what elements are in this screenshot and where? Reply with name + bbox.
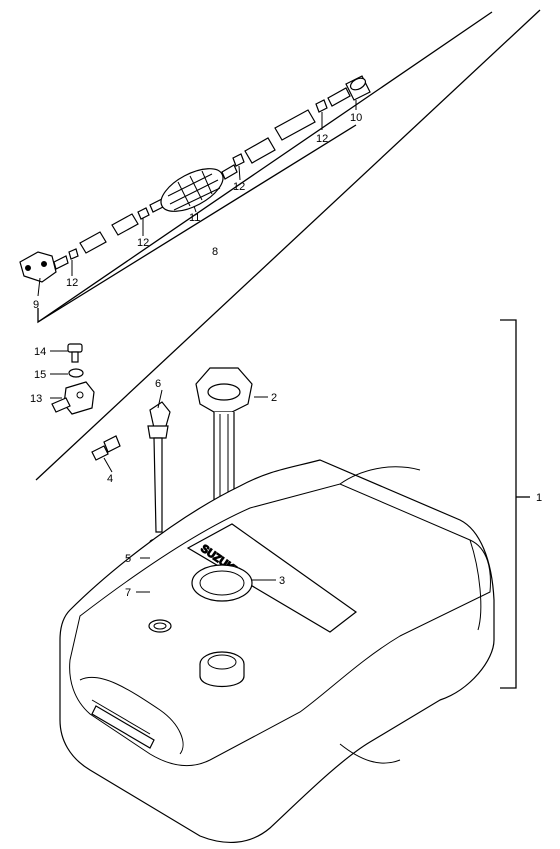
nipple-part-4 bbox=[91, 435, 121, 461]
hose-segment-c bbox=[244, 137, 276, 164]
filler-neck bbox=[199, 651, 245, 687]
callout-6: 6 bbox=[155, 378, 161, 390]
fuel-hose-assembly bbox=[19, 75, 371, 283]
hose-clip-12d bbox=[315, 99, 328, 113]
callout-1: 1 bbox=[536, 492, 542, 504]
callout-10: 10 bbox=[350, 112, 362, 124]
hose-assembly-boundary bbox=[35, 9, 541, 481]
callout-5: 5 bbox=[125, 553, 131, 565]
hose-segment-b bbox=[111, 213, 139, 236]
callout-12-d: 12 bbox=[316, 133, 328, 145]
callout-4: 4 bbox=[107, 473, 113, 485]
hose-segment-a bbox=[79, 231, 107, 254]
callout-labels: 1 2 3 4 5 6 7 8 9 10 11 12 12 12 12 13 1… bbox=[30, 112, 542, 599]
fuel-tank-part-1: SUZUKI bbox=[59, 459, 495, 843]
hose-clip-12c bbox=[232, 153, 245, 167]
pickup-elbow-part-6 bbox=[147, 401, 171, 533]
callout-3: 3 bbox=[279, 575, 285, 587]
primer-bulb bbox=[149, 164, 238, 213]
callout-2: 2 bbox=[271, 392, 277, 404]
hose-clip-12a bbox=[68, 248, 79, 260]
callout-8: 8 bbox=[212, 246, 218, 258]
hose-clip-12b bbox=[137, 207, 150, 220]
callout-15: 15 bbox=[34, 369, 46, 381]
callout-12-c: 12 bbox=[233, 181, 245, 193]
tank-port bbox=[148, 619, 172, 633]
part-1-bracket bbox=[500, 319, 517, 689]
hose-segment-d bbox=[274, 109, 316, 141]
callout-9: 9 bbox=[33, 299, 39, 311]
callout-12-b: 12 bbox=[137, 237, 149, 249]
callout-7: 7 bbox=[125, 587, 131, 599]
engine-side-connector bbox=[19, 251, 69, 283]
callout-14: 14 bbox=[34, 346, 46, 358]
callout-13: 13 bbox=[30, 393, 42, 405]
tank-side-connector bbox=[327, 75, 371, 107]
gauge-seal-part-3 bbox=[191, 564, 253, 602]
callout-11: 11 bbox=[189, 212, 200, 224]
washer-part-15 bbox=[68, 368, 84, 378]
fitting-part-13 bbox=[51, 381, 95, 415]
leader-lines bbox=[37, 100, 357, 593]
screw-part-14 bbox=[67, 343, 83, 363]
callout-12-a: 12 bbox=[66, 277, 78, 289]
